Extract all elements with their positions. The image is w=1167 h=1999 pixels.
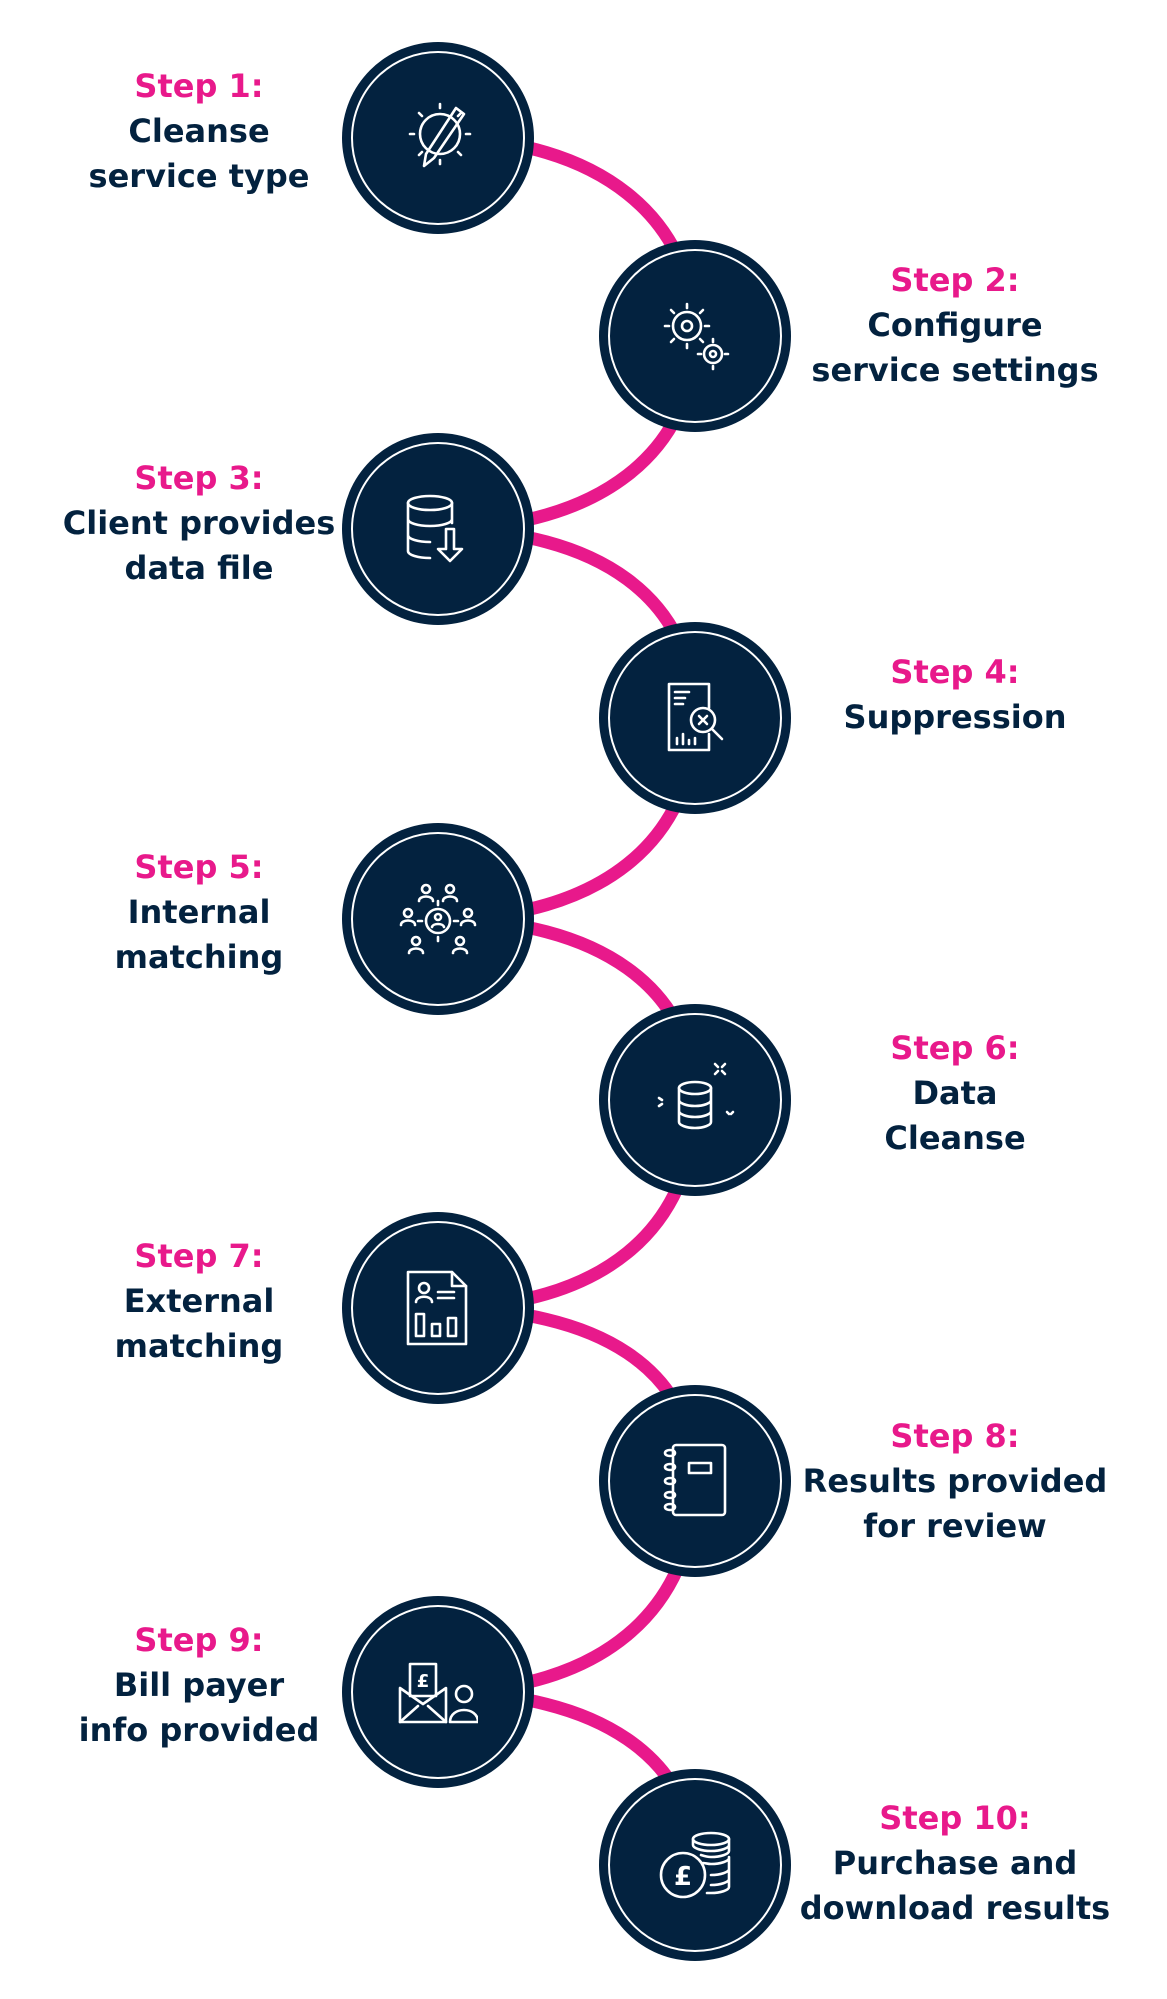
- step-2-label: Step 2: Configure service settings: [775, 258, 1135, 393]
- step-1-circle: [342, 42, 534, 234]
- step-7-label: Step 7: External matching: [19, 1234, 379, 1369]
- step-5-circle: [342, 823, 534, 1015]
- gear-pencil-icon: [408, 102, 472, 168]
- step-number: Step 7:: [134, 1237, 264, 1275]
- step-number: Step 8:: [890, 1417, 1020, 1455]
- notebook-icon: [663, 1443, 727, 1517]
- step-title: Results provided for review: [802, 1462, 1108, 1545]
- gears-icon: [663, 302, 730, 371]
- report-document-icon: [406, 1270, 468, 1346]
- step-number: Step 6:: [890, 1029, 1020, 1067]
- step-number: Step 5:: [134, 848, 264, 886]
- step-title: Data Cleanse: [884, 1074, 1026, 1157]
- step-title: Internal matching: [114, 893, 284, 976]
- step-number: Step 1:: [134, 67, 264, 105]
- step-number: Step 9:: [134, 1621, 264, 1659]
- step-8-circle: [599, 1385, 791, 1577]
- step-1-label: Step 1: Cleanse service type: [19, 64, 379, 199]
- step-5-label: Step 5: Internal matching: [19, 845, 379, 980]
- envelope-pound-person-icon: £: [398, 1662, 478, 1724]
- database-sparkle-icon: [657, 1062, 735, 1130]
- step-title: Bill payer info provided: [78, 1666, 320, 1749]
- people-target-icon: [399, 883, 477, 955]
- step-title: Configure service settings: [811, 306, 1099, 389]
- step-title: Cleanse service type: [88, 112, 310, 195]
- step-title: External matching: [114, 1282, 284, 1365]
- step-title: Purchase and download results: [799, 1844, 1111, 1927]
- step-10-label: Step 10: Purchase and download results: [775, 1796, 1135, 1931]
- step-title: Suppression: [843, 698, 1067, 736]
- step-9-label: Step 9: Bill payer info provided: [19, 1618, 379, 1753]
- svg-text:£: £: [417, 1671, 430, 1692]
- step-number: Step 3:: [134, 459, 264, 497]
- step-3-label: Step 3: Client provides data file: [19, 456, 379, 591]
- step-title: Client provides data file: [62, 504, 336, 587]
- svg-text:£: £: [674, 1862, 692, 1892]
- step-6-circle: [599, 1004, 791, 1196]
- step-9-circle: £: [342, 1596, 534, 1788]
- step-7-circle: [342, 1212, 534, 1404]
- step-number: Step 10:: [879, 1799, 1031, 1837]
- pound-coins-icon: £: [659, 1831, 731, 1899]
- step-number: Step 2:: [890, 261, 1020, 299]
- step-3-circle: [342, 433, 534, 625]
- step-6-label: Step 6: Data Cleanse: [775, 1026, 1135, 1161]
- database-download-icon: [406, 494, 464, 563]
- step-8-label: Step 8: Results provided for review: [775, 1414, 1135, 1549]
- step-number: Step 4:: [890, 653, 1020, 691]
- step-2-circle: [599, 240, 791, 432]
- step-10-circle: £: [599, 1769, 791, 1961]
- step-4-circle: [599, 622, 791, 814]
- document-search-x-icon: [667, 682, 724, 752]
- step-4-label: Step 4: Suppression: [775, 650, 1135, 740]
